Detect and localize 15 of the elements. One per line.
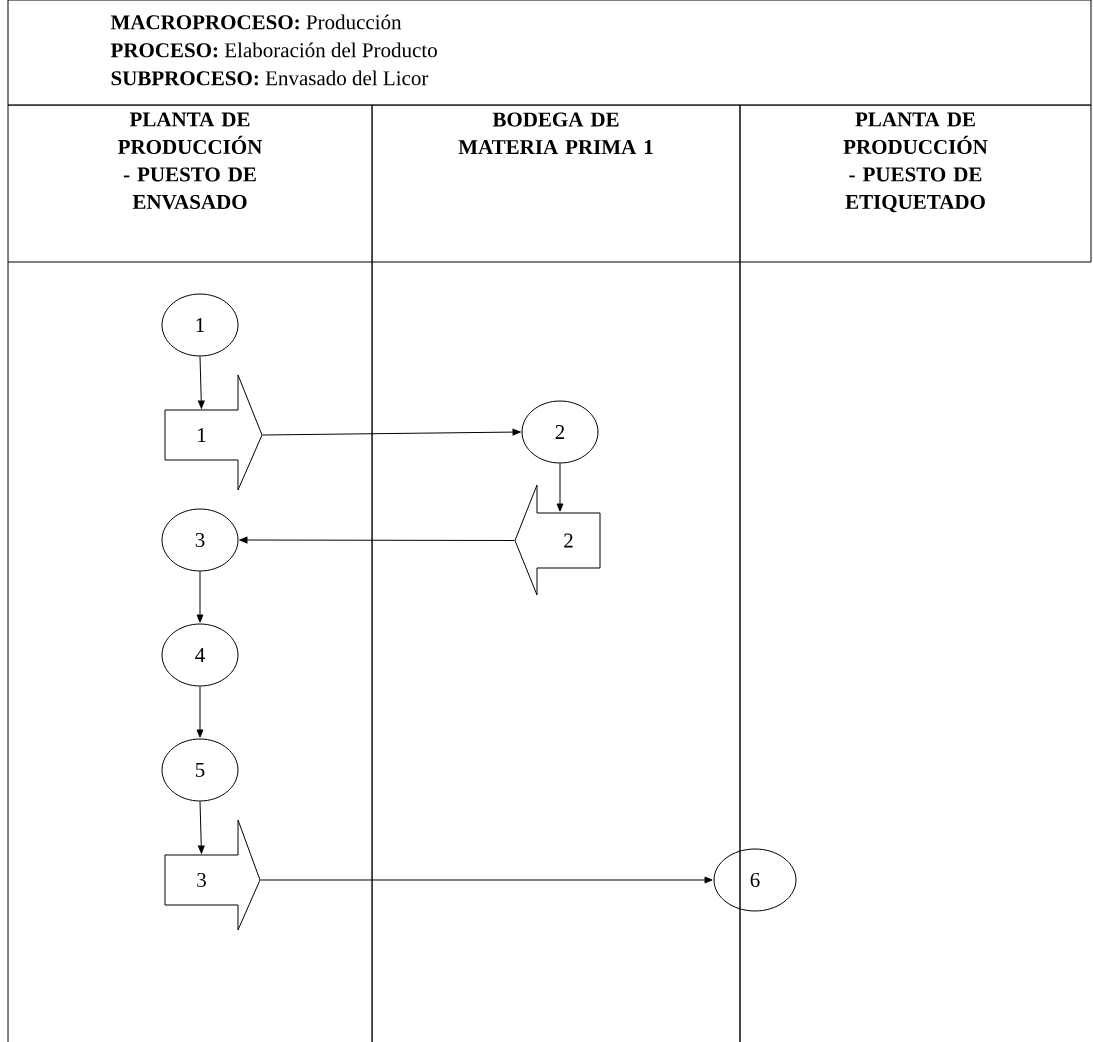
arrow xyxy=(196,686,204,738)
arrow xyxy=(556,463,564,512)
arrow xyxy=(262,428,521,436)
label: SUBPROCESO: Envasado del Licor xyxy=(111,70,429,86)
arrow xyxy=(260,876,713,884)
arrow xyxy=(197,801,205,854)
offpage-connector: 1 xyxy=(164,374,263,491)
offpage-connector: 2 xyxy=(514,484,601,596)
label: MACROPROCESO: Producción xyxy=(110,14,402,30)
arrow xyxy=(196,571,204,623)
arrow xyxy=(197,356,205,409)
offpage-connector: 3 xyxy=(164,819,261,931)
header-box: MACROPROCESO: Producción PROCESO: Elaboración del Producto SUBPROCESO: Envasado del Licor xyxy=(7,0,1092,106)
arrow xyxy=(239,536,515,544)
label: PROCESO: Elaboración del Producto xyxy=(110,42,437,58)
